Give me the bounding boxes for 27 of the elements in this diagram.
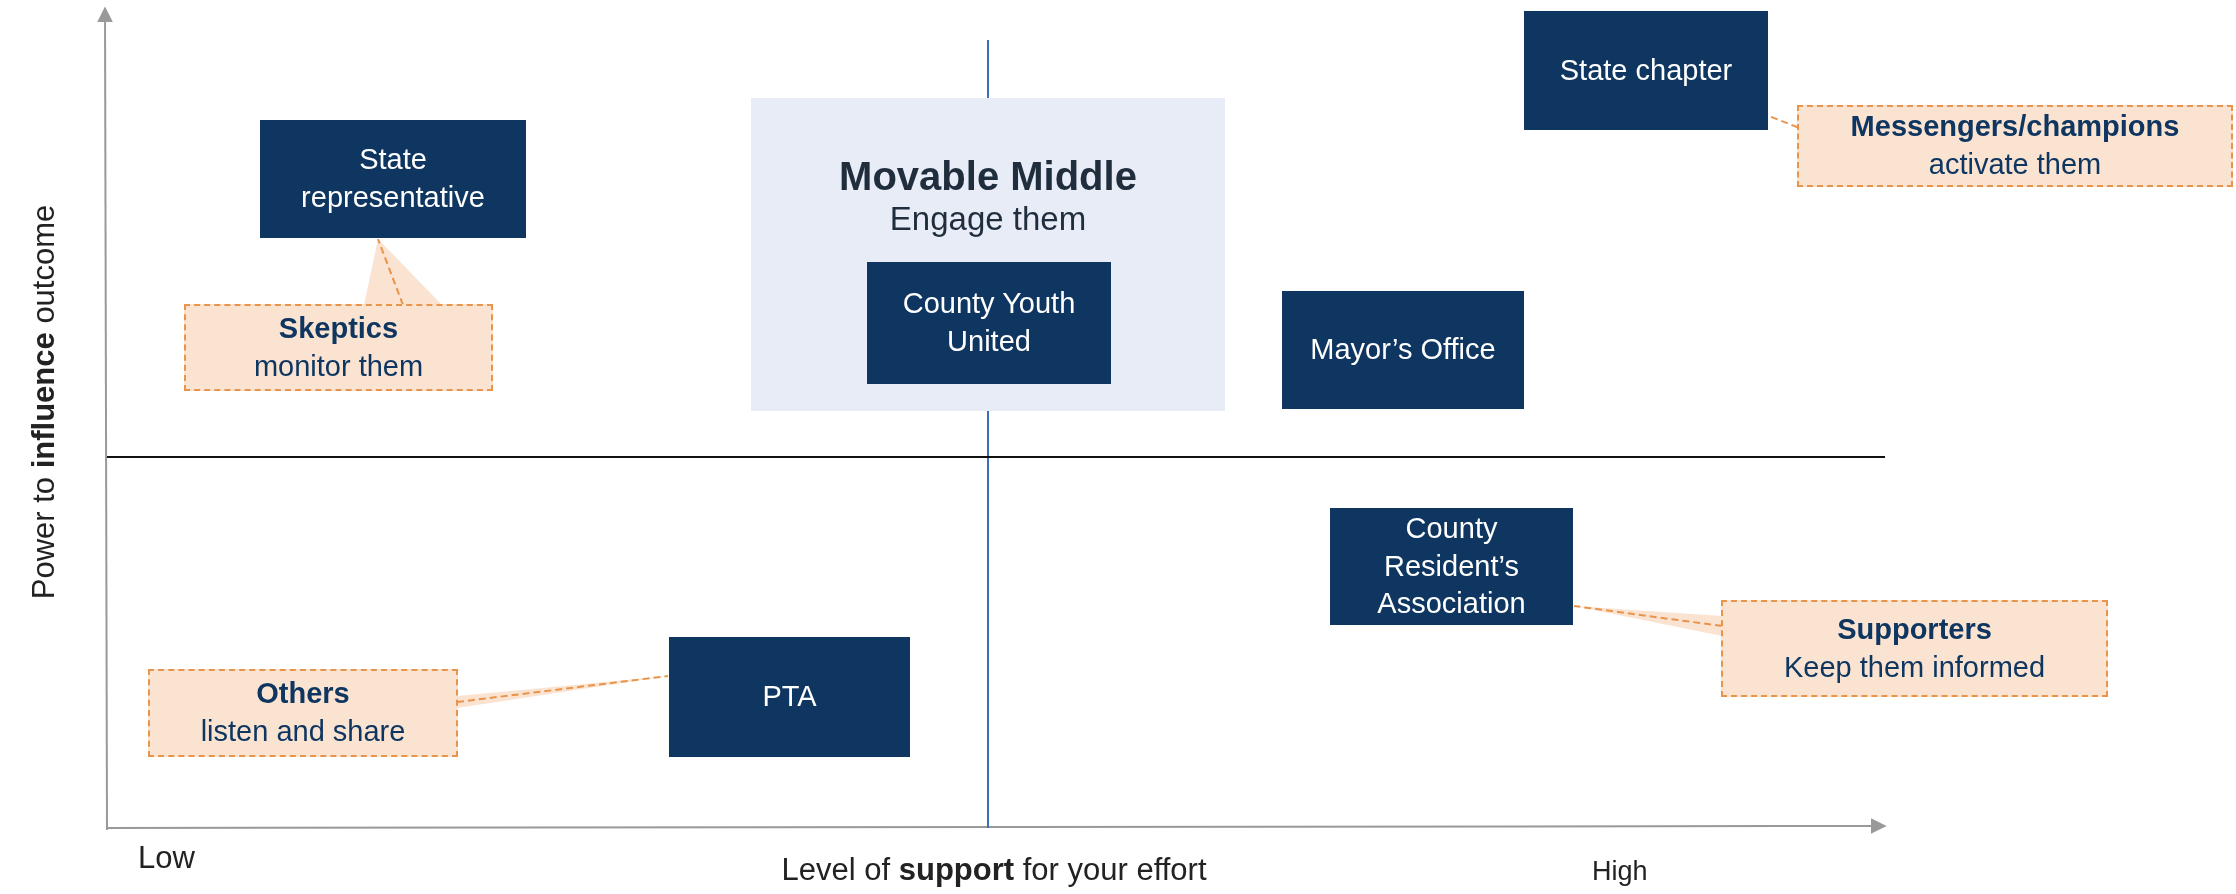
stakeholder-box: County Youth United [867,262,1111,384]
axis-title: Level of support for your effort [781,852,1207,888]
axis-tick-label: High [1592,856,1648,887]
callout-box [148,669,458,757]
subtext: Engage them [889,199,1087,239]
stakeholder-box: County Resident’s Association [1330,508,1573,625]
subtext: monitor them [253,348,424,384]
heading: Supporters [1837,611,1992,647]
callout-box [1721,600,2108,697]
stakeholder-box: State representative [260,120,526,238]
stakeholder-box: State chapter [1524,11,1768,130]
subtext: activate them [1928,147,2102,182]
axis-title: Power to influence outcome [26,204,62,600]
heading: Skeptics [278,310,399,346]
heading: Movable Middle [839,153,1137,199]
leader-line [1768,115,1799,129]
heading: Others [256,676,350,712]
heading: Messengers/champions [1850,109,2180,145]
callout-box [1797,105,2233,187]
stakeholder-box: Mayor’s Office [1282,291,1524,409]
leader-line [377,238,404,306]
subtext: Keep them informed [1783,649,2046,685]
subtext: listen and share [200,714,406,749]
axis-tick-label: Low [138,840,195,876]
leader-line [1573,605,1723,627]
highlight-panel [751,98,1225,411]
stakeholder-box: PTA [669,637,910,757]
